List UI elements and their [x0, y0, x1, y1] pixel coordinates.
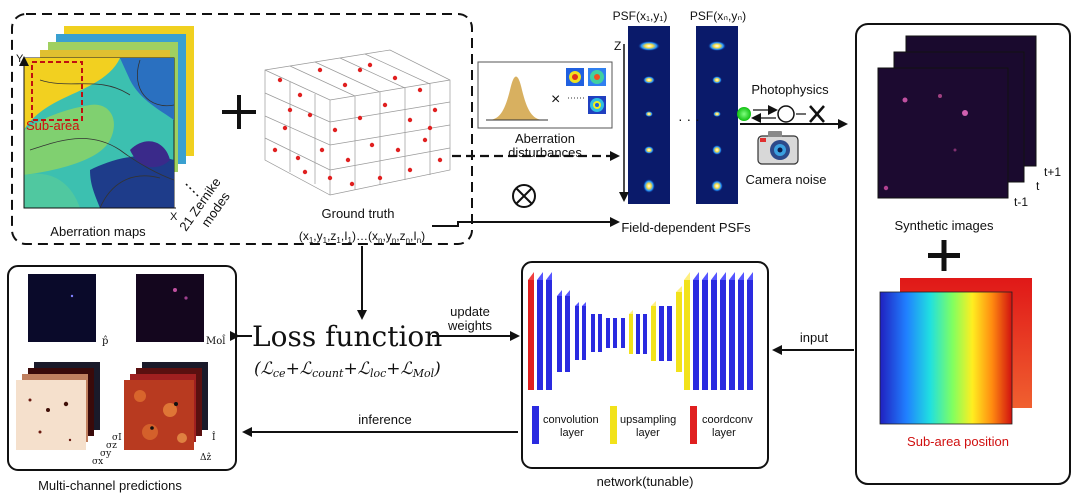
legend-upsampling-swatch [610, 406, 617, 444]
legend-convolution-swatch [532, 406, 539, 444]
prediction-p-map [28, 274, 96, 342]
psf-column-last [696, 26, 738, 204]
synthetic-frames [877, 35, 1037, 199]
legend-upsampling-label-2: layer [636, 427, 660, 439]
aberration-maps-label: Aberration maps [50, 224, 146, 239]
delta-z-hat-label: Δẑ [200, 452, 211, 463]
frame-t-minus-1-label: t-1 [1014, 195, 1028, 209]
network-architecture [528, 272, 753, 390]
sub-area-position-map [879, 278, 1032, 425]
network-legend [532, 406, 697, 444]
synthetic-images-box [855, 23, 1071, 485]
plus-icon-right [928, 240, 960, 271]
axis-y-label: Y [16, 53, 24, 65]
ground-truth-label: Ground truth [322, 206, 395, 221]
predictions-box [7, 265, 237, 471]
legend-coordconv-label-2: layer [712, 427, 736, 439]
plus-icon [222, 95, 256, 129]
sub-area-position-label: Sub-area position [907, 434, 1009, 449]
aberration-disturbances-label-2: disturbances [508, 145, 582, 160]
legend-coordconv-swatch [690, 406, 697, 444]
prediction-offset-stack [124, 362, 208, 450]
network-label: network(tunable) [597, 474, 694, 489]
axis-x-label: X [170, 211, 178, 223]
legend-convolution-label-2: layer [560, 427, 584, 439]
aberration-disturbances-label-1: Aberration [515, 131, 575, 146]
aberration-maps-stack [23, 26, 194, 209]
z-axis-label: Z [614, 39, 621, 53]
sigma-z-label: σz [106, 441, 117, 451]
psf-first-label: PSF(x₁,y₁) [613, 9, 668, 23]
frame-t-label: t [1036, 179, 1040, 193]
sigma-i-label: σI [112, 433, 122, 443]
times-symbol: × [551, 91, 560, 108]
field-dependent-psfs-label: Field-dependent PSFs [621, 220, 751, 235]
gt-to-psf-arrow [432, 217, 620, 227]
update-weights-label-2: weights [447, 318, 493, 333]
simulation-dashed-box [11, 13, 473, 245]
legend-upsampling-label-1: upsampling [620, 414, 676, 426]
ground-truth-coords: (x1,y1,z1,I1)…(xn,yn,zn,In) [299, 229, 425, 245]
sub-area-label: Sub-area [26, 118, 80, 133]
frame-t-plus-1-label: t+1 [1044, 165, 1061, 179]
multi-channel-predictions-label: Multi-channel predictions [38, 478, 182, 493]
psf-column-first [628, 26, 670, 204]
photophysics-icon [737, 105, 825, 123]
psf-ellipsis: · · · [678, 111, 700, 127]
prediction-mol-map [136, 274, 204, 342]
inference-label: inference [358, 412, 411, 427]
loss-function-title: Loss function [252, 320, 442, 353]
network-box [521, 261, 769, 469]
i-hat-label: Î [212, 431, 216, 443]
sub-area-box [31, 61, 83, 121]
mol-hat-label: Mol̂ [206, 335, 226, 347]
sigma-y-label: σy [100, 449, 112, 459]
photophysics-label: Photophysics [751, 82, 829, 97]
p-hat-label: p̂ [102, 336, 108, 347]
camera-icon [757, 131, 799, 165]
camera-noise-label: Camera noise [746, 172, 827, 187]
convolution-symbol-icon [512, 184, 536, 208]
legend-convolution-label-1: convolution [543, 414, 599, 426]
psf-last-label: PSF(xₙ,yₙ) [690, 9, 746, 23]
ground-truth-points [272, 62, 443, 187]
update-weights-label-1: update [450, 304, 490, 319]
prediction-sigma-stack [16, 362, 100, 450]
synthetic-images-label: Synthetic images [895, 218, 994, 233]
legend-coordconv-label-1: coordconv [702, 414, 753, 426]
ground-truth-cube [264, 49, 451, 196]
input-label: input [800, 330, 829, 345]
loss-function-formula: (ℒce+ℒcount+ℒloc+ℒMol) [254, 359, 441, 380]
aberration-disturbances-inset: × [477, 61, 613, 129]
sigma-x-label: σx [92, 457, 103, 467]
